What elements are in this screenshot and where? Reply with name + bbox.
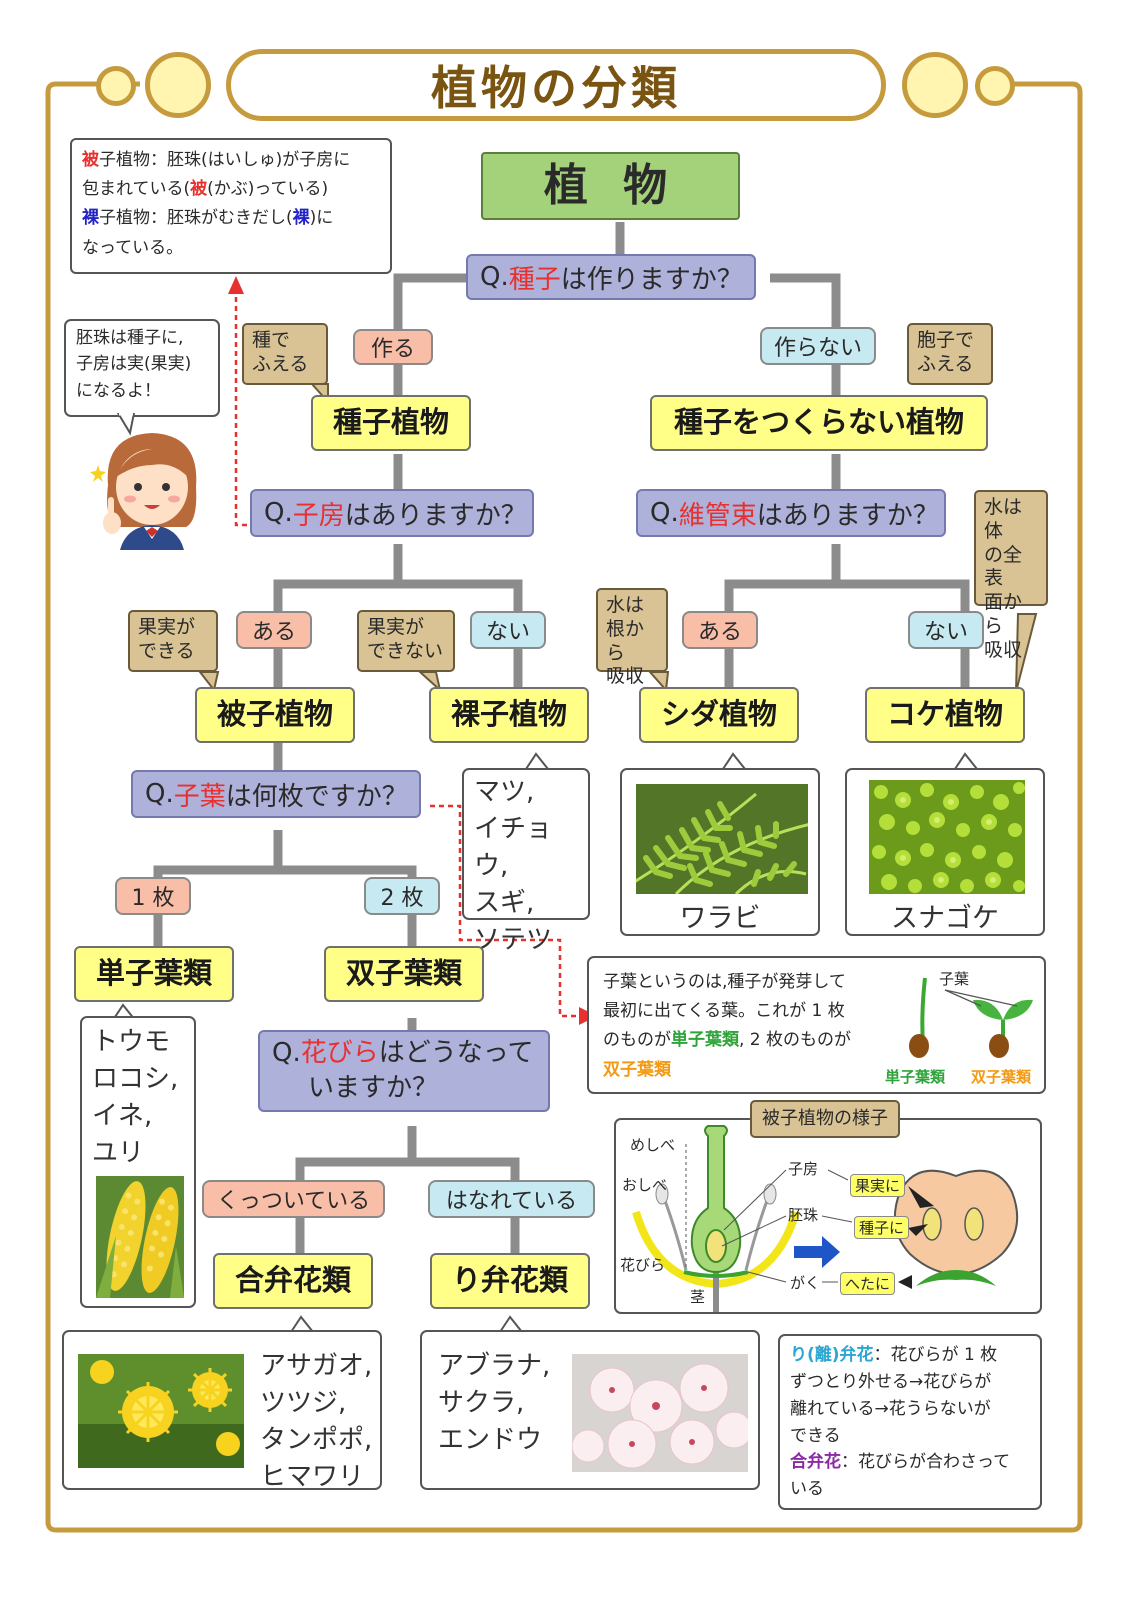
- monocot-examples-card: トウモ ロコシ, イネ, ユリ: [80, 1016, 196, 1308]
- ovule-info-box: 被子植物：胚珠(はいしゅ)が子房に 包まれている(被(かぶ)っている) 裸子植物…: [70, 138, 392, 274]
- note-no-fruit: 果実が できない: [357, 610, 455, 672]
- moss-node: コケ植物: [865, 687, 1025, 743]
- answer-has-vascular: ある: [682, 611, 758, 649]
- label-stem: 茎: [690, 1288, 706, 1306]
- choripetalous-examples-card: アブラナ, サクラ, エンドウ: [420, 1330, 760, 1490]
- dicot-label: 双子葉類: [971, 1068, 1032, 1086]
- title-ornament-left: [96, 66, 136, 106]
- title-ornament-right: [975, 66, 1015, 106]
- non-seed-plants-node: 種子をつくらない植物: [650, 395, 988, 451]
- flower-structure-diagram: [632, 1125, 1019, 1312]
- answer-makes-seed: 作る: [353, 329, 433, 365]
- label-sepal: がく: [790, 1274, 821, 1292]
- answer-has-ovary: ある: [236, 611, 312, 649]
- fern-photo: [636, 784, 808, 894]
- label-to-calyx: へたに: [840, 1272, 896, 1295]
- moss-photo: [869, 780, 1025, 894]
- dandelion-photo: [78, 1354, 244, 1468]
- student-character-illustration: [90, 433, 197, 550]
- answer-two-leaves: 2 枚: [364, 877, 440, 915]
- title-banner: 植物の分類: [226, 49, 886, 121]
- speech-tail: [116, 413, 136, 436]
- angiosperm-node: 被子植物: [195, 687, 355, 743]
- note-water-from-roots: 水は 根から 吸収: [596, 588, 668, 687]
- answer-no-seed: 作らない: [760, 327, 876, 365]
- speech-bubble: 胚珠は種子に, 子房は実(果実) になるよ！: [64, 319, 220, 417]
- moss-caption: スナゴケ: [891, 903, 999, 934]
- monocot-label: 単子葉類: [885, 1068, 946, 1086]
- monocot-node: 単子葉類: [74, 946, 234, 1002]
- gymnosperm-node: 裸子植物: [429, 687, 589, 743]
- question-seed: Q.種子は作りますか？: [466, 254, 756, 300]
- corn-photo: [96, 1176, 184, 1298]
- gymnosperm-examples: マツ, イチョウ, スギ, ソテツ: [462, 768, 590, 955]
- moss-photo-card: スナゴケ: [845, 768, 1045, 936]
- fern-photo-card: ワラビ: [620, 768, 820, 936]
- question-vascular-bundle: Q.維管束はありますか？: [636, 489, 946, 537]
- flower-panel-title: 被子植物の様子: [750, 1100, 900, 1138]
- answer-one-leaf: 1 枚: [115, 877, 191, 915]
- cotyledon-info-box: 子葉というのは,種子が発芽して 最初に出てくる葉。これが 1 枚 のものが単子葉…: [587, 956, 1046, 1094]
- question-cotyledon: Q.子葉は何枚ですか？: [131, 770, 421, 818]
- question-petals: Q.花びらはどうなって いますか？: [258, 1030, 550, 1112]
- title-ornament-right-large: [902, 52, 968, 118]
- label-ovary: 子房: [788, 1160, 819, 1178]
- cotyledon-label: 子葉: [939, 970, 970, 988]
- label-pistil: めしべ: [630, 1136, 676, 1154]
- label-stamen: おしべ: [622, 1176, 668, 1194]
- cherry-blossom-photo: [572, 1354, 748, 1472]
- note-fruit-forms: 果実が できる: [128, 610, 218, 672]
- label-ovule: 胚珠: [788, 1206, 819, 1224]
- dicot-node: 双子葉類: [324, 946, 484, 1002]
- answer-petals-joined: くっついている: [202, 1180, 385, 1218]
- petal-definition-box: り(離)弁花：花びらが 1 枚 ずつとり外せる→花びらが 離れている→花うらない…: [778, 1334, 1042, 1510]
- label-petal: 花びら: [620, 1256, 666, 1274]
- sympetalous-node: 合弁花類: [213, 1253, 373, 1309]
- answer-petals-separate: はなれている: [428, 1180, 595, 1218]
- answer-no-vascular: ない: [908, 611, 984, 649]
- note-water-from-body: 水は体 の全表 面から 吸収: [974, 490, 1048, 661]
- title-ornament-left-large: [145, 52, 211, 118]
- answer-no-ovary: ない: [470, 611, 546, 649]
- seed-plants-node: 種子植物: [311, 395, 471, 451]
- fern-caption: ワラビ: [679, 903, 761, 934]
- note-reproduce-by-spore: 胞子で ふえる: [907, 323, 993, 385]
- cotyledon-seedling-illustration: [909, 977, 1033, 1058]
- choripetalous-node: り弁花類: [430, 1253, 590, 1309]
- label-to-seed: 種子に: [854, 1216, 910, 1239]
- question-ovary: Q.子房はありますか？: [250, 489, 534, 537]
- root-plants: 植 物: [481, 152, 740, 220]
- fern-node: シダ植物: [639, 687, 799, 743]
- label-to-fruit: 果実に: [850, 1174, 906, 1197]
- page-title: 植物の分類: [431, 61, 681, 115]
- note-reproduce-by-seed: 種で ふえる: [242, 323, 328, 385]
- sympetalous-examples-card: アサガオ, ツツジ, タンポポ, ヒマワリ: [62, 1330, 382, 1492]
- flower-structure-panel: 被子植物の様子 めしべ おしべ 花びら 茎 子房 胚珠 がく 果実に 種子に へ…: [614, 1100, 1042, 1314]
